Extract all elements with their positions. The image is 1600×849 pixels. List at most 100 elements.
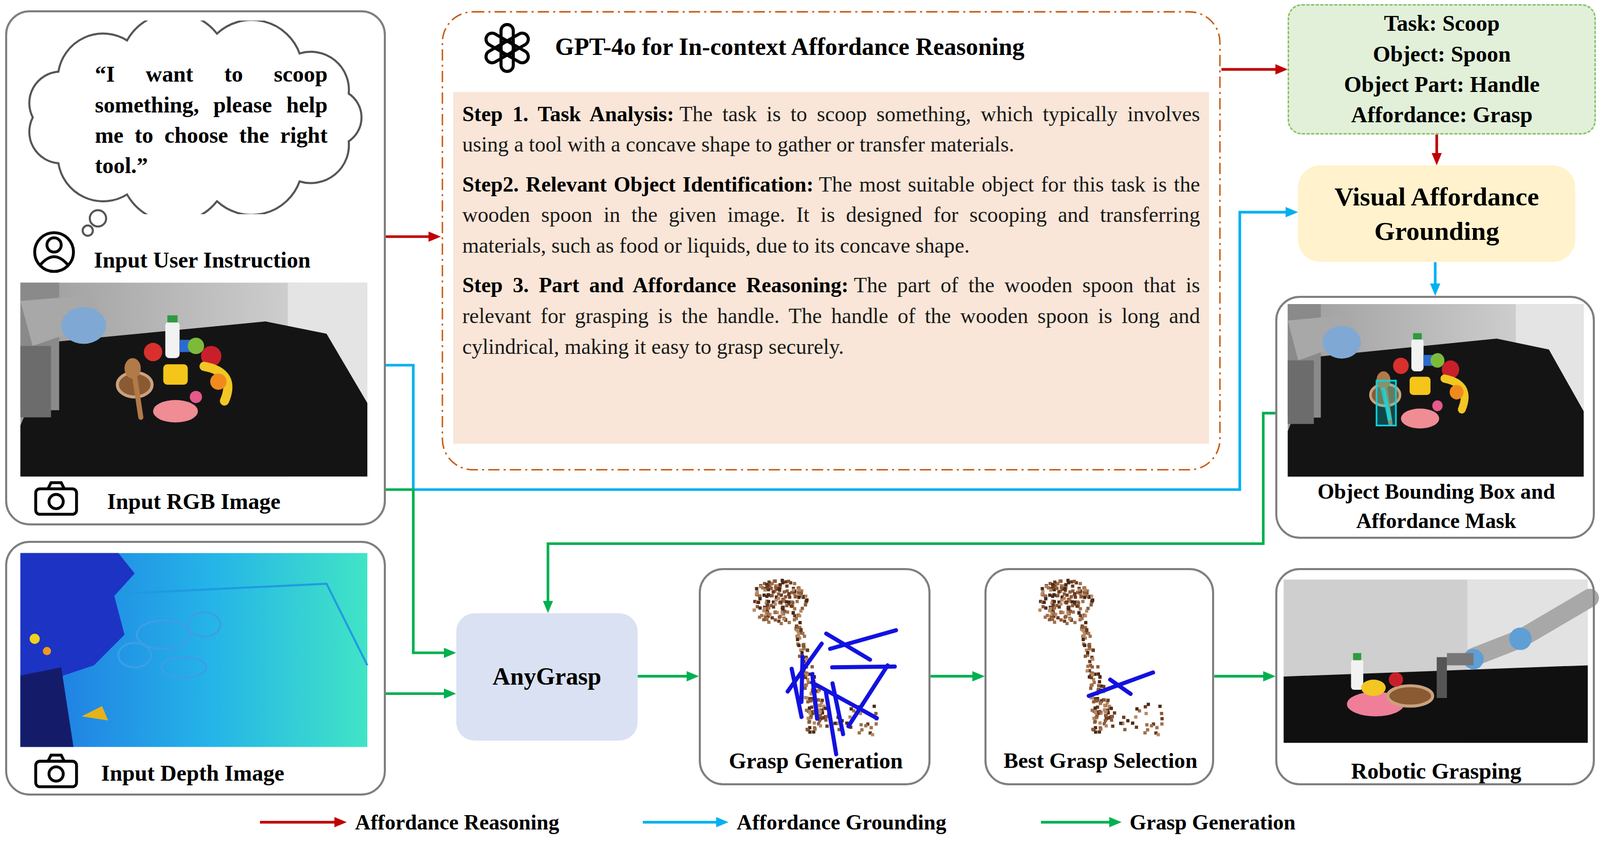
step-heading: Step 1. Task Analysis: (462, 102, 675, 126)
point-cloud (758, 597, 762, 601)
point-cloud (1149, 724, 1153, 728)
point-cloud (802, 647, 806, 651)
point-cloud (762, 593, 766, 598)
point-cloud (765, 594, 769, 599)
point-cloud (1110, 724, 1114, 729)
point-cloud (864, 724, 868, 728)
point-cloud (1090, 665, 1094, 669)
user-icon (34, 232, 74, 272)
point-cloud (773, 602, 777, 606)
robot-photo (1350, 659, 1364, 691)
grasp-pose (830, 630, 897, 649)
point-cloud (1052, 620, 1056, 624)
legend-item: Affordance Grounding (642, 807, 947, 839)
point-cloud (804, 594, 808, 599)
speech-cloud: “I want to scoop something, please help … (20, 20, 368, 215)
point-cloud (1057, 590, 1061, 594)
robot-photo (1283, 579, 1588, 743)
point-cloud (1059, 598, 1064, 602)
point-cloud (1081, 638, 1085, 642)
point-cloud (1085, 628, 1089, 632)
point-cloud (803, 603, 807, 607)
legend-sample (642, 812, 729, 833)
cloud-outline (20, 20, 368, 215)
point-cloud (1091, 728, 1095, 732)
depth-image (20, 553, 368, 748)
point-cloud (802, 635, 806, 639)
point-cloud (825, 724, 829, 729)
point-cloud (1075, 604, 1079, 608)
point-cloud (777, 616, 781, 620)
legend-label: Affordance Reasoning (355, 810, 560, 835)
point-cloud (752, 608, 756, 612)
point-cloud (1083, 644, 1087, 648)
node-label: Object Part: Handle (1344, 69, 1540, 100)
point-cloud (1123, 728, 1127, 732)
legend-sample (716, 817, 729, 828)
connector-arrow (1435, 134, 1439, 159)
point-cloud (797, 588, 802, 592)
connector-arrow (637, 675, 693, 678)
point-cloud (1044, 606, 1048, 610)
point-cloud (1046, 586, 1050, 590)
legend-sample (259, 812, 347, 833)
input-panel: Input User InstructionInput RGB Image“I … (5, 10, 386, 526)
point-cloud (760, 586, 765, 590)
point-cloud (767, 620, 771, 624)
point-cloud (804, 683, 808, 687)
dashed-outline (442, 11, 1220, 471)
point-cloud (803, 696, 807, 700)
point-cloud (1068, 590, 1072, 594)
point-cloud (1038, 579, 1164, 737)
point-cloud (784, 595, 788, 599)
point-cloud (1077, 588, 1081, 592)
point-cloud (770, 582, 774, 586)
point-cloud (797, 644, 801, 648)
point-cloud (767, 600, 771, 604)
point-cloud (1058, 579, 1063, 583)
connector-arrow (385, 692, 450, 696)
point-cloud (792, 618, 796, 622)
point-cloud (1078, 618, 1082, 622)
depth-image (29, 634, 41, 645)
point-cloud (766, 603, 770, 607)
point-cloud (1098, 675, 1102, 679)
node-label: GPT-4o for In-context Affordance Reasoni… (554, 32, 1208, 62)
point-cloud (819, 714, 823, 718)
point-cloud (817, 703, 821, 708)
point-cloud (1055, 586, 1059, 590)
point-cloud (872, 704, 876, 709)
point-cloud (1081, 625, 1085, 629)
point-cloud (787, 580, 791, 584)
point-cloud (1089, 686, 1093, 691)
point-cloud (1069, 595, 1073, 599)
point-cloud (1104, 714, 1108, 718)
point-cloud (787, 621, 791, 625)
point-cloud (800, 651, 804, 655)
result-box: Task: ScoopObject: SpoonObject Part: Han… (1287, 4, 1596, 135)
point-cloud (874, 722, 878, 726)
image-panel: Best Grasp Selection (984, 568, 1215, 786)
point-cloud (1088, 635, 1092, 639)
point-cloud (1048, 593, 1052, 598)
gpt-logo (484, 24, 531, 72)
point-cloud (785, 604, 789, 608)
point-cloud (1088, 660, 1092, 664)
point-cloud (792, 582, 796, 586)
point-cloud (1077, 611, 1081, 615)
point-cloud (1102, 698, 1106, 702)
point-cloud (1091, 657, 1095, 661)
thought-bubbles (89, 210, 107, 227)
point-cloud (1079, 595, 1083, 599)
point-cloud (777, 587, 781, 591)
grasp-pose (801, 656, 803, 702)
grasp-poses (787, 630, 1153, 755)
point-cloud (806, 648, 810, 653)
depth-image (20, 553, 368, 748)
camera-icon (35, 755, 77, 788)
point-cloud (793, 614, 797, 618)
point-cloud (1078, 607, 1083, 611)
point-cloud (791, 588, 795, 592)
node-label: Object: Spoon (1372, 39, 1511, 70)
